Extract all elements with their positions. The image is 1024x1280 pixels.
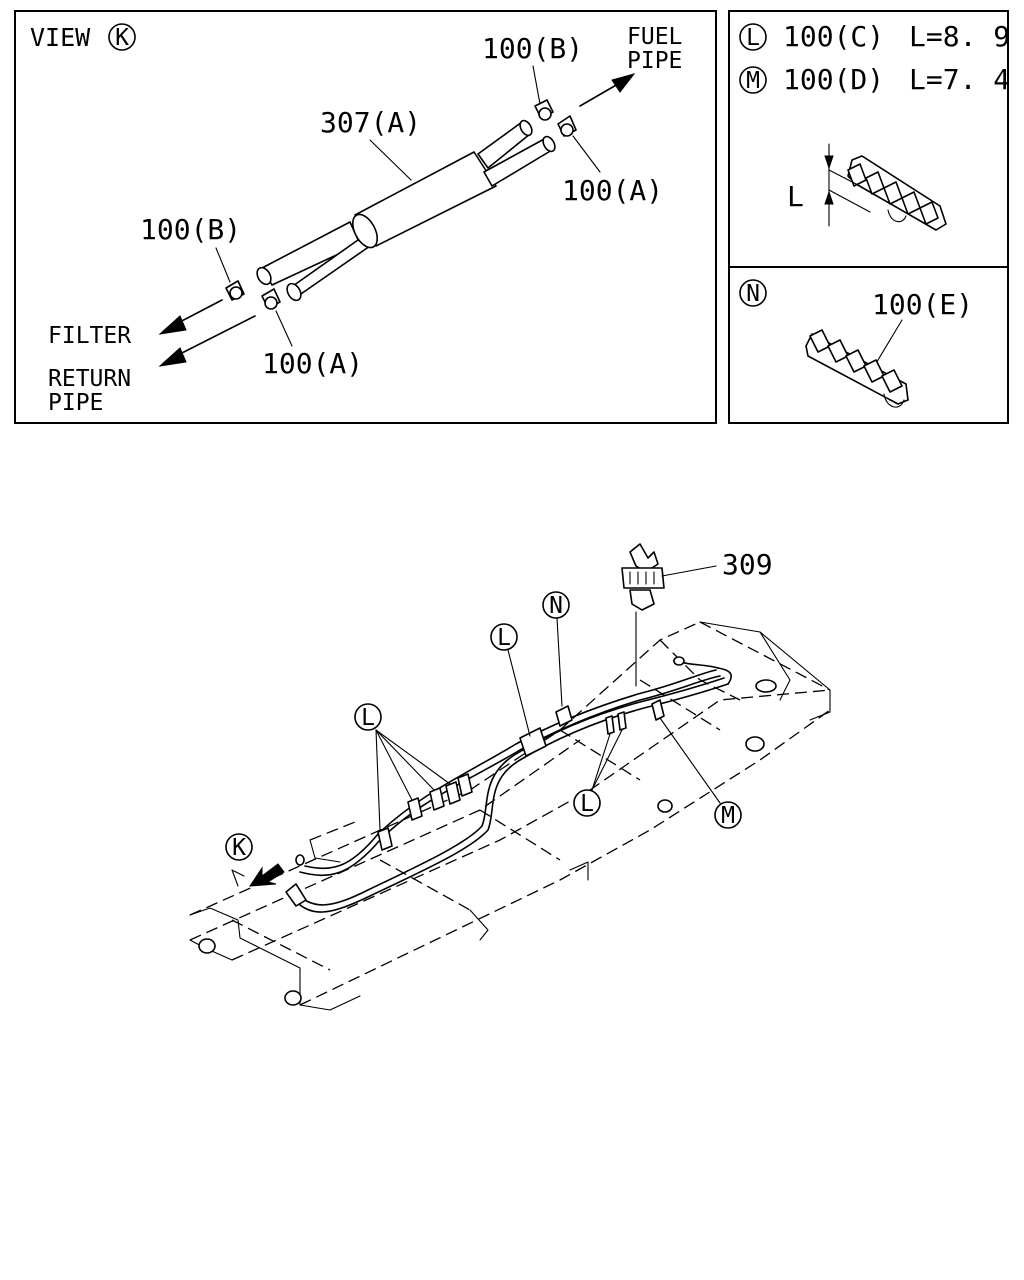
callout-l-upper-circle bbox=[490, 623, 518, 651]
callout-l-pair-circle bbox=[573, 789, 601, 817]
bracket-309 bbox=[621, 543, 665, 687]
clip-100b-top bbox=[534, 99, 554, 121]
callout-l-upper-letter: L bbox=[497, 625, 511, 651]
k-view-arrow bbox=[249, 863, 285, 887]
filter-arrow bbox=[158, 299, 223, 335]
filter-label: FILTER bbox=[48, 323, 131, 349]
callout-m-letter: M bbox=[721, 803, 735, 829]
leader-100b-left bbox=[215, 247, 231, 283]
l-dimension-marker bbox=[824, 143, 871, 227]
l-part: 100(C) bbox=[783, 20, 884, 53]
leader-100a-top bbox=[572, 135, 601, 173]
rear-mount-right bbox=[745, 736, 765, 752]
l-clip-pair-2 bbox=[617, 711, 627, 731]
callout-n-letter: N bbox=[549, 593, 563, 619]
leader-l-upper bbox=[507, 649, 531, 737]
fuel-pipe-label-line2: PIPE bbox=[627, 48, 682, 74]
callout-m-circle bbox=[714, 801, 742, 829]
label-307a: 307(A) bbox=[320, 106, 421, 139]
l-clip-1 bbox=[377, 827, 393, 851]
front-mount-left bbox=[198, 938, 216, 954]
leader-m bbox=[659, 717, 721, 804]
l-clip-2 bbox=[407, 797, 423, 821]
l-clip-pair-1 bbox=[605, 715, 615, 735]
n-letter: N bbox=[746, 281, 760, 307]
view-k-frame bbox=[14, 10, 717, 424]
n-part: 100(E) bbox=[872, 288, 973, 321]
rear-mount-left bbox=[657, 799, 673, 813]
clip-lm-panel: L 100(C) L=8. 9 M 100(D) L=7. 4 L bbox=[728, 10, 1010, 268]
callout-k-letter: K bbox=[232, 835, 246, 861]
rear-frame bbox=[569, 621, 831, 881]
return-pipe-label-line2: PIPE bbox=[48, 390, 103, 416]
clip-100c-drawing bbox=[847, 155, 947, 231]
fuel-pipe-arrow bbox=[579, 73, 636, 107]
clip-100a-bottom bbox=[261, 288, 281, 310]
clip-100e-drawing bbox=[805, 329, 909, 408]
l-clip-5 bbox=[457, 773, 473, 797]
callout-l-group-letter: L bbox=[361, 705, 375, 731]
label-100b-top: 100(B) bbox=[482, 32, 583, 65]
leader-100a-bottom bbox=[275, 310, 293, 347]
l-clip-upper bbox=[519, 727, 547, 757]
chassis-view: 309 N L L L M K bbox=[189, 543, 831, 1011]
fuel-tank-port bbox=[755, 679, 777, 693]
l-clip-4 bbox=[445, 781, 461, 805]
l-clips bbox=[377, 711, 627, 851]
fuel-lines bbox=[285, 656, 732, 913]
label-100b-left: 100(B) bbox=[140, 213, 241, 246]
callout-k-circle bbox=[225, 833, 253, 861]
l-clip-3 bbox=[429, 787, 445, 811]
callout-n-circle bbox=[542, 591, 570, 619]
leaders-l-group bbox=[375, 729, 451, 831]
fuel-pipe-label-line1: FUEL bbox=[627, 24, 682, 50]
view-letter: K bbox=[115, 25, 129, 51]
m-clip bbox=[651, 699, 665, 721]
hose-307a bbox=[256, 119, 556, 302]
clip-n-panel: N 100(E) bbox=[728, 266, 1009, 424]
leader-n bbox=[556, 617, 563, 707]
clip-100b-left bbox=[225, 280, 245, 301]
m-circle bbox=[739, 66, 767, 94]
l-length: L=8. 9 bbox=[909, 20, 1010, 53]
l-dimension-label: L bbox=[787, 180, 804, 213]
front-mount-right bbox=[284, 990, 302, 1006]
l-letter: L bbox=[746, 25, 760, 51]
leader-307a bbox=[369, 139, 412, 181]
return-pipe-arrow bbox=[158, 315, 256, 367]
front-crossmember bbox=[189, 839, 489, 1011]
label-100a-top: 100(A) bbox=[562, 174, 663, 207]
label-100a-bottom: 100(A) bbox=[262, 347, 363, 380]
view-label: VIEW bbox=[30, 23, 91, 52]
clip-100a-top bbox=[557, 115, 577, 137]
m-part: 100(D) bbox=[783, 63, 884, 96]
view-letter-circle bbox=[108, 23, 136, 51]
m-letter: M bbox=[746, 68, 760, 94]
return-pipe-label-line1: RETURN bbox=[48, 366, 131, 392]
n-clip bbox=[555, 705, 573, 727]
label-309: 309 bbox=[722, 548, 773, 581]
l-circle bbox=[739, 23, 767, 51]
leaders-l-pair bbox=[591, 729, 623, 791]
clip-n-frame bbox=[728, 266, 1009, 424]
leader-309 bbox=[661, 565, 717, 577]
callout-l-group-circle bbox=[354, 703, 382, 731]
m-length: L=7. 4 bbox=[909, 63, 1010, 96]
n-circle bbox=[739, 279, 767, 307]
callout-l-pair-letter: L bbox=[580, 791, 594, 817]
view-k-panel: VIEW K 307(A) 100(B) 10 bbox=[14, 10, 717, 424]
k-view-tick bbox=[231, 869, 245, 887]
leader-100b-top bbox=[532, 65, 541, 105]
